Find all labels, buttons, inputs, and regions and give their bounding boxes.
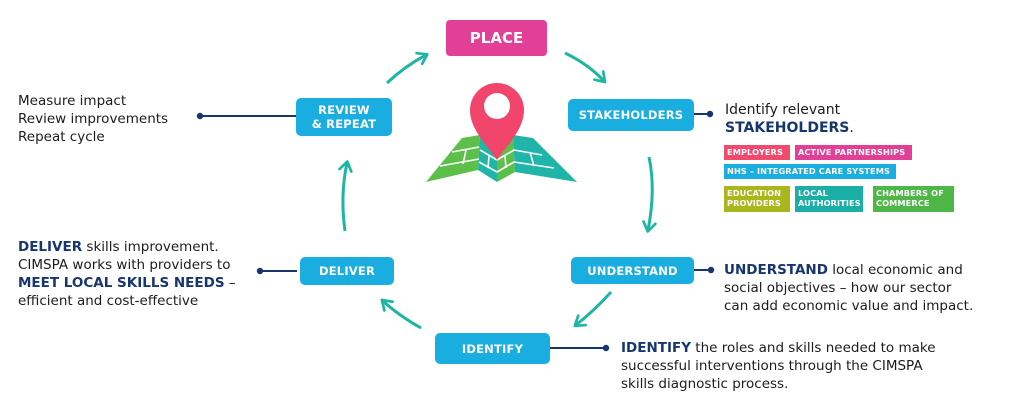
deliver-node-label: DELIVER xyxy=(318,264,376,278)
review-repeat-node[interactable]: REVIEW & REPEAT xyxy=(296,98,392,136)
review-desc-line1: Measure impact xyxy=(18,93,127,109)
connector-deliver xyxy=(256,267,297,275)
deliver-desc-line2: CIMSPA works with providers to xyxy=(18,257,231,273)
review-description: Measure impact Review improvements Repea… xyxy=(18,92,168,146)
identify-description: IDENTIFY the roles and skills needed to … xyxy=(621,339,936,393)
understand-desc-highlight: UNDERSTAND xyxy=(724,262,828,278)
identify-desc-line3: skills diagnostic process. xyxy=(621,376,789,392)
understand-desc-line2: social objectives – how our sector xyxy=(724,280,952,296)
understand-description: UNDERSTAND local economic and social obj… xyxy=(724,261,973,315)
arrow-understand-to-identify xyxy=(573,291,613,328)
tag-education-providers: EDUCATION PROVIDERS xyxy=(724,186,790,212)
identify-desc-line1: the roles and skills needed to make xyxy=(690,340,936,356)
deliver-desc-line3: – xyxy=(224,275,236,291)
review-node-label-line2: & REPEAT xyxy=(311,117,377,131)
identify-desc-highlight: IDENTIFY xyxy=(621,340,691,356)
connector-stakeholders xyxy=(694,110,714,118)
stakeholders-desc-line1: Identify relevant xyxy=(725,102,841,118)
deliver-node[interactable]: DELIVER xyxy=(300,257,394,285)
deliver-description: DELIVER skills improvement. CIMSPA works… xyxy=(18,238,236,310)
stakeholders-node[interactable]: STAKEHOLDERS xyxy=(568,99,694,131)
arrow-review-to-place xyxy=(385,51,429,85)
review-desc-line2: Review improvements xyxy=(18,111,169,127)
stakeholders-desc-suffix: . xyxy=(849,120,854,136)
tag-chambers-of-commerce: CHAMBERS OF COMMERCE xyxy=(873,186,954,212)
stakeholders-node-label: STAKEHOLDERS xyxy=(578,108,684,122)
tag-nhs-integrated-care-systems: NHS – INTEGRATED CARE SYSTEMS xyxy=(724,164,896,179)
deliver-desc-line1: skills improvement. xyxy=(82,239,219,255)
connector-review xyxy=(196,112,296,120)
arrow-place-to-stakeholders xyxy=(564,51,607,84)
place-label: PLACE xyxy=(469,29,524,47)
connector-identify xyxy=(550,344,610,352)
tag-local-authorities: LOCAL AUTHORITIES xyxy=(795,186,863,212)
identify-node-label: IDENTIFY xyxy=(461,341,524,356)
stakeholders-description: Identify relevant STAKEHOLDERS. xyxy=(725,101,854,137)
tag-employers: EMPLOYERS xyxy=(724,145,790,160)
review-desc-line3: Repeat cycle xyxy=(18,129,105,145)
arrow-deliver-to-review xyxy=(338,160,353,232)
tag-active-partnerships: ACTIVE PARTNERSHIPS xyxy=(795,145,912,160)
review-node-label-line1: REVIEW xyxy=(318,103,370,117)
map-pin-icon xyxy=(470,83,524,160)
understand-node[interactable]: UNDERSTAND xyxy=(571,257,694,284)
place-node[interactable]: PLACE xyxy=(446,20,547,56)
arrow-stakeholders-to-understand xyxy=(642,156,657,233)
deliver-desc-highlight1: DELIVER xyxy=(18,239,83,255)
arrow-identify-to-deliver xyxy=(380,298,422,330)
deliver-desc-line4: efficient and cost-effective xyxy=(18,293,199,309)
identify-node[interactable]: IDENTIFY xyxy=(435,333,550,364)
deliver-desc-highlight2: MEET LOCAL SKILLS NEEDS xyxy=(18,275,225,291)
understand-desc-line3: can add economic value and impact. xyxy=(724,298,974,314)
connector-understand xyxy=(694,266,715,274)
understand-node-label: UNDERSTAND xyxy=(587,263,678,278)
stakeholders-desc-highlight: STAKEHOLDERS xyxy=(725,120,850,136)
understand-desc-line1: local economic and xyxy=(827,262,963,278)
identify-desc-line2: successful interventions through the CIM… xyxy=(621,358,923,374)
